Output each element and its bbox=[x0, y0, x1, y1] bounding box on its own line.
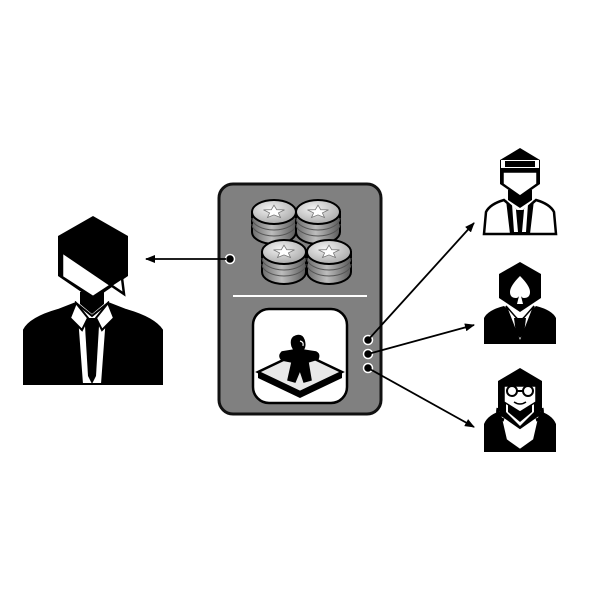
game-card bbox=[251, 307, 349, 405]
hub-panel bbox=[217, 182, 383, 416]
player-glasses-icon bbox=[484, 368, 556, 452]
star-icon bbox=[307, 204, 329, 219]
coin-icon bbox=[251, 199, 297, 245]
coin-icon bbox=[295, 199, 341, 245]
player-spade-icon bbox=[484, 262, 556, 345]
coin-stack-icon bbox=[251, 199, 352, 285]
port-left bbox=[224, 253, 236, 265]
player-visor-icon bbox=[482, 148, 558, 236]
coin-icon bbox=[306, 239, 352, 285]
arrow-to-player-glasses bbox=[367, 367, 475, 428]
board-game-meeple-icon bbox=[255, 334, 345, 398]
star-icon bbox=[273, 244, 295, 259]
businessman-tie bbox=[85, 318, 99, 384]
businessman-face bbox=[60, 249, 126, 299]
star-icon bbox=[263, 204, 285, 219]
coin-icon bbox=[261, 239, 307, 285]
edges bbox=[145, 222, 475, 428]
businessman-icon bbox=[23, 216, 163, 385]
arrow-to-player-ace bbox=[367, 323, 475, 355]
star-icon bbox=[318, 244, 340, 259]
arrow-to-player-visor bbox=[367, 222, 475, 341]
